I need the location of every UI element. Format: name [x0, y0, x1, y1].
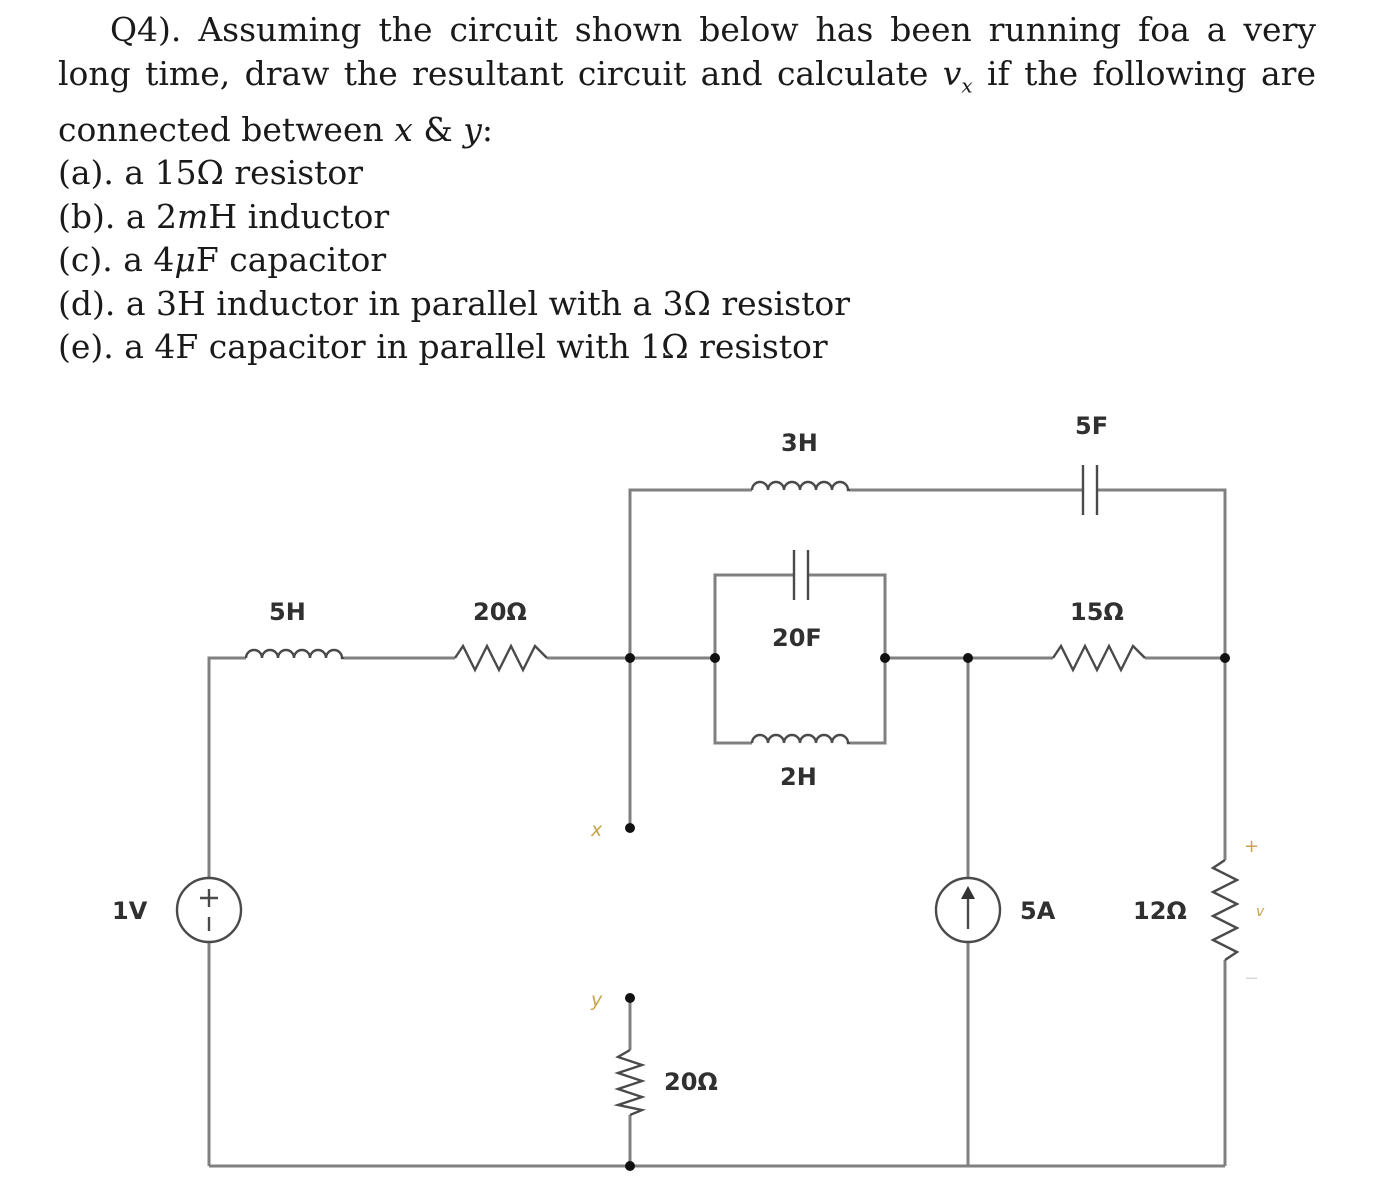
label-1v: 1V — [112, 897, 148, 925]
vx-label: v — [1256, 904, 1265, 920]
junction-dots — [625, 653, 1230, 1171]
wires — [207, 488, 1227, 1168]
option-b: (b). a 2mH inductor — [58, 196, 390, 236]
option-d: (d). a 3H inductor in parallel with a 3Ω… — [58, 283, 851, 323]
label-2h: 2H — [780, 763, 817, 791]
capacitor-20f-plates — [792, 550, 810, 600]
vx-minus-sign: − — [1244, 968, 1259, 989]
resistor-20-bottom-zigzag — [613, 1048, 647, 1117]
resistor-20-top-zigzag — [454, 643, 548, 673]
option-c: (c). a 4μF capacitor — [58, 240, 387, 280]
inductor-5h-coil — [244, 648, 344, 660]
label-20f: 20F — [772, 624, 822, 652]
terminal-x-label: x — [590, 819, 603, 841]
voltage-source-1v — [175, 876, 243, 944]
resistor-15-zigzag — [1052, 643, 1146, 673]
label-20ohm-bottom: 20Ω — [664, 1068, 718, 1096]
terminal-y-label: y — [590, 989, 603, 1011]
label-5f: 5F — [1075, 412, 1108, 440]
inductor-3h-coil — [750, 480, 850, 492]
label-3h: 3H — [781, 429, 818, 457]
label-5a: 5A — [1020, 897, 1056, 925]
option-e: (e). a 4F capacitor in parallel with 1Ω … — [58, 327, 828, 367]
label-20ohm-top: 20Ω — [473, 598, 527, 626]
capacitor-5f-plates — [1081, 465, 1099, 515]
option-a: (a). a 15Ω resistor — [58, 153, 364, 193]
label-5h: 5H — [269, 598, 306, 626]
label-15ohm: 15Ω — [1070, 598, 1124, 626]
label-12ohm: 12Ω — [1133, 897, 1187, 925]
question-stem: Q4). Assuming the circuit shown below ha… — [58, 10, 1316, 149]
vx-plus-sign: + — [1244, 836, 1259, 857]
question-text: Q4). Assuming the circuit shown below ha… — [58, 8, 1316, 369]
current-source-5a — [934, 876, 1002, 944]
inductor-2h-coil — [750, 733, 850, 745]
options-list: (a). a 15Ω resistor (b). a 2mH inductor … — [58, 151, 1316, 369]
resistor-12-zigzag — [1210, 859, 1240, 961]
